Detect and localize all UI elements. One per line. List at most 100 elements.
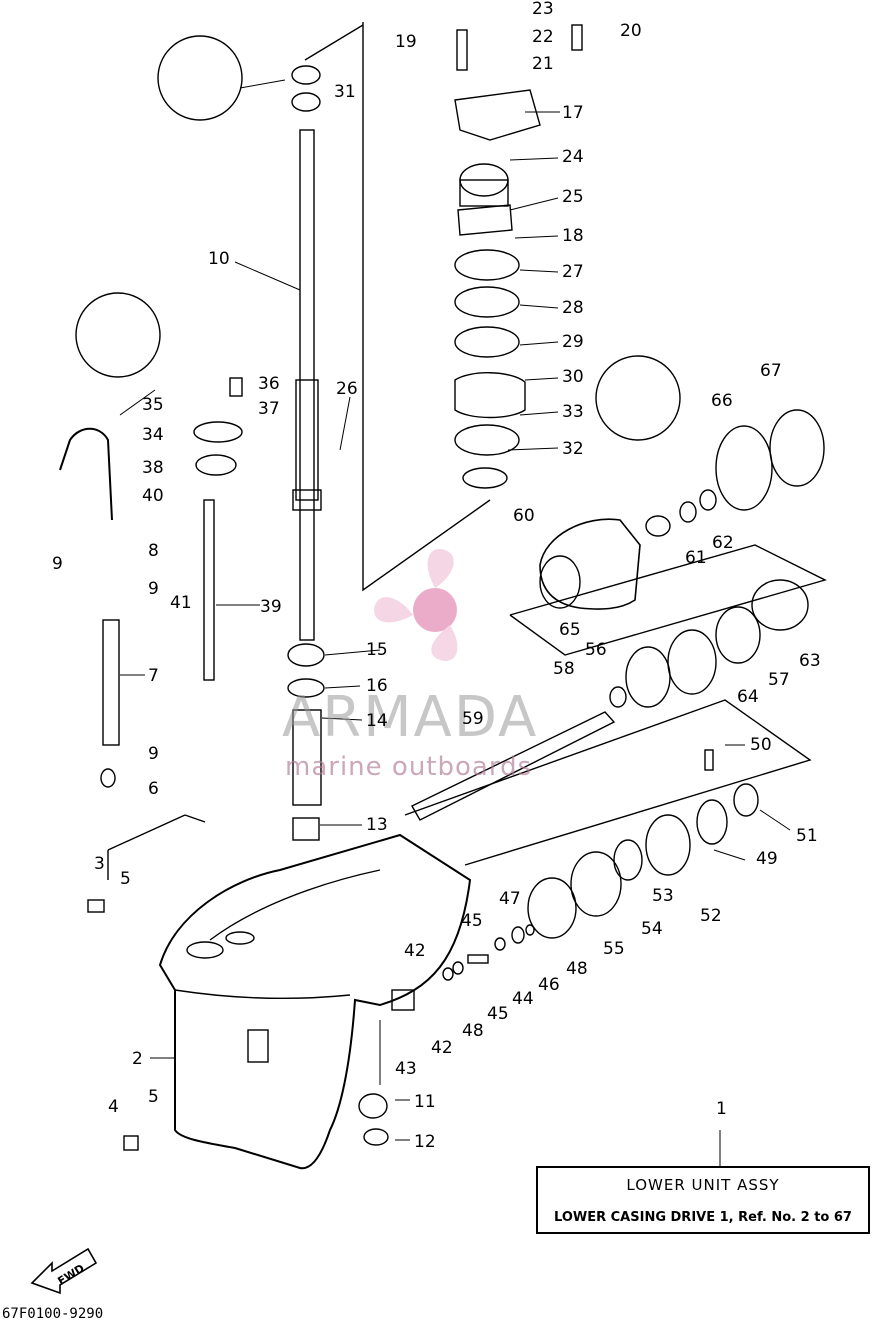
impeller	[457, 204, 513, 236]
callout-47: 47	[499, 889, 521, 909]
plunger-44	[467, 954, 489, 964]
callout-41: 41	[170, 593, 192, 613]
diagram-code: 67F0100-9290	[2, 1306, 104, 1322]
ring-nut-67	[769, 409, 825, 487]
nut-12	[363, 1128, 389, 1146]
callout-5b: 5	[148, 1087, 159, 1107]
callout-16: 16	[366, 676, 388, 696]
callout-48b: 48	[566, 959, 588, 979]
callout-55: 55	[603, 939, 625, 959]
callout-42b: 42	[431, 1038, 453, 1058]
callout-42a: 42	[404, 941, 426, 961]
drive-shaft-group-outline	[362, 22, 491, 592]
title-box: LOWER UNIT ASSY LOWER CASING DRIVE 1, Re…	[536, 1166, 870, 1234]
callout-56: 56	[585, 640, 607, 660]
stud-rod	[102, 619, 120, 746]
oil-seal-31a	[291, 65, 321, 85]
watermark-brand: ARMADA	[282, 685, 539, 750]
pinion-11	[358, 1093, 388, 1119]
bearing-15	[287, 643, 325, 667]
callout-6: 6	[148, 779, 159, 799]
callout-51: 51	[796, 826, 818, 846]
bearing-61	[645, 515, 671, 537]
base-gasket	[454, 424, 520, 456]
fwd-arrow-icon: FWD	[30, 1247, 98, 1295]
shim-55	[527, 877, 577, 939]
callout-58: 58	[553, 659, 575, 679]
callout-57: 57	[768, 670, 790, 690]
callout-38: 38	[142, 458, 164, 478]
shim-16	[287, 678, 325, 698]
callout-29: 29	[562, 332, 584, 352]
propeller-shaft	[411, 711, 616, 821]
gear-56	[625, 646, 671, 708]
callout-53: 53	[652, 886, 674, 906]
outer-plate	[454, 249, 520, 281]
callout-19: 19	[395, 32, 417, 52]
bolt-4	[123, 1135, 139, 1151]
callout-25: 25	[562, 187, 584, 207]
callout-40: 40	[142, 486, 164, 506]
callout-48a: 48	[462, 1021, 484, 1041]
pump-base	[454, 372, 526, 419]
bearing-13	[292, 817, 320, 841]
propeller-shaft-group-outline	[404, 699, 812, 866]
bolt-19	[456, 29, 468, 71]
callout-27: 27	[562, 262, 584, 282]
oil-seal-31b	[291, 92, 321, 112]
callout-50: 50	[750, 735, 772, 755]
callout-30: 30	[562, 367, 584, 387]
callout-35: 35	[142, 395, 164, 415]
cover-34	[193, 421, 243, 443]
plate	[454, 326, 520, 358]
gasket	[454, 286, 520, 318]
callout-9b: 9	[148, 579, 159, 599]
water-tube	[59, 427, 113, 521]
callout-34: 34	[142, 425, 164, 445]
o-ring-63	[751, 579, 809, 631]
callout-23: 23	[532, 0, 554, 19]
seal-62	[679, 501, 697, 523]
callout-59: 59	[462, 709, 484, 729]
callout-8: 8	[148, 541, 159, 561]
callout-45a: 45	[461, 911, 483, 931]
callout-9a: 9	[52, 554, 63, 574]
callout-7: 7	[148, 666, 159, 686]
callout-22: 22	[532, 27, 554, 47]
callout-45b: 45	[487, 1004, 509, 1024]
callout-67: 67	[760, 361, 782, 381]
callout-64: 64	[737, 687, 759, 707]
bearing-57	[715, 606, 761, 664]
callout-12: 12	[414, 1132, 436, 1152]
callout-60: 60	[513, 506, 535, 526]
callout-14: 14	[366, 711, 388, 731]
callout-11: 11	[414, 1092, 436, 1112]
callout-21: 21	[532, 54, 554, 74]
callout-10: 10	[208, 249, 230, 269]
callout-36: 36	[258, 374, 280, 394]
gear-group-outline	[509, 544, 827, 656]
sleeve-14	[292, 709, 322, 806]
bolt-3	[87, 899, 105, 913]
callout-3: 3	[94, 854, 105, 874]
callout-66: 66	[711, 391, 733, 411]
assembly-title: LOWER UNIT ASSY	[626, 1176, 780, 1194]
bearing-53	[613, 839, 643, 881]
assembly-subtitle: LOWER CASING DRIVE 1, Ref. No. 2 to 67	[554, 1210, 852, 1225]
callout-31: 31	[334, 82, 356, 102]
bolt-20	[571, 24, 583, 51]
pump-housing	[454, 89, 541, 141]
drive-shaft	[299, 129, 315, 641]
pin-50	[704, 749, 714, 771]
callout-44: 44	[512, 989, 534, 1009]
callout-18: 18	[562, 226, 584, 246]
callout-4: 4	[108, 1097, 119, 1117]
gear-52	[645, 814, 691, 876]
o-ring-32	[462, 467, 508, 489]
callout-1: 1	[716, 1099, 727, 1119]
callout-54: 54	[641, 919, 663, 939]
propeller-logo	[374, 549, 458, 661]
callout-39: 39	[260, 597, 282, 617]
detail-inset-shift	[75, 292, 161, 378]
